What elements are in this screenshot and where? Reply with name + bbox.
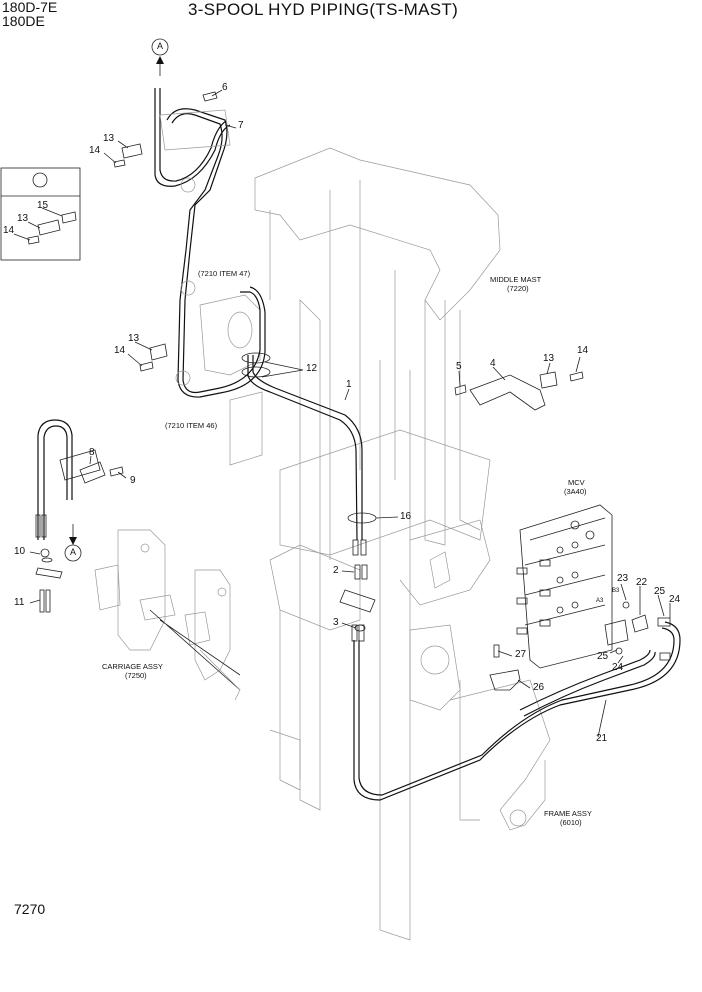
callout-13-a: 13 [103, 133, 115, 144]
callout-22: 22 [636, 577, 648, 588]
page-title: 3-SPOOL HYD PIPING(TS-MAST) [188, 0, 459, 19]
callout-14-c: 14 [114, 345, 126, 356]
mcv-code: (3A40) [564, 487, 587, 496]
item46-ref-label: (7210 ITEM 46) [165, 421, 218, 430]
callout-12: 12 [306, 363, 318, 374]
model-line-1: 180D-7E [2, 0, 58, 15]
carriage-label: CARRIAGE ASSY [102, 662, 163, 671]
callout-26: 26 [533, 682, 545, 693]
callout-7: 7 [238, 120, 244, 131]
carriage-hose-drawing [35, 419, 101, 540]
callout-14-a: 14 [89, 145, 101, 156]
callout-23: 23 [617, 573, 629, 584]
mcv-label: MCV [568, 478, 585, 487]
lower-hoses-drawing [339, 589, 681, 801]
callout-4: 4 [490, 358, 496, 369]
callout-3: 3 [333, 617, 339, 628]
mast-frame-drawing [254, 147, 551, 941]
mcv-drawing [516, 504, 649, 669]
carriage-drawing [94, 529, 241, 701]
callout-6: 6 [222, 82, 228, 93]
frame-code: (6010) [560, 818, 582, 827]
middle-mast-code: (7220) [507, 284, 529, 293]
callout-14-d: 14 [577, 345, 589, 356]
callout-9: 9 [130, 475, 136, 486]
port-b3-label: B3 [612, 588, 620, 594]
page-number: 7270 [14, 901, 46, 917]
callout-2: 2 [333, 565, 339, 576]
callout-16: 16 [400, 511, 412, 522]
callout-27: 27 [515, 649, 527, 660]
callout-5: 5 [456, 361, 462, 372]
callout-24-a: 24 [669, 594, 681, 605]
section-arrow-top [151, 38, 169, 76]
port-a3-label: A3 [596, 598, 604, 604]
detail-inset-drawing [0, 167, 81, 261]
leader-lines [13, 89, 671, 738]
callout-14-b: 14 [3, 225, 15, 236]
small-parts-drawing [35, 91, 671, 691]
callout-24-b: 24 [612, 662, 624, 673]
middle-mast-label: MIDDLE MAST [490, 275, 542, 284]
callout-25-b: 25 [597, 651, 609, 662]
callout-13-d: 13 [543, 353, 555, 364]
section-arrow-bottom [64, 524, 82, 562]
callout-25-a: 25 [654, 586, 666, 597]
carriage-code: (7250) [125, 671, 147, 680]
item47-ref-label: (7210 ITEM 47) [198, 269, 251, 278]
callout-10: 10 [14, 546, 26, 557]
model-line-2: 180DE [2, 13, 45, 29]
callout-15: 15 [37, 200, 49, 211]
callout-21: 21 [596, 733, 608, 744]
callout-11: 11 [14, 597, 25, 608]
callout-1: 1 [346, 379, 352, 390]
frame-label: FRAME ASSY [544, 809, 592, 818]
callout-8: 8 [89, 447, 95, 458]
callout-13-c: 13 [128, 333, 140, 344]
callout-13-b: 13 [17, 213, 29, 224]
section-ref-a-bottom: A [70, 547, 77, 557]
section-ref-a-top: A [157, 41, 164, 51]
upper-hoses-drawing [154, 88, 377, 580]
